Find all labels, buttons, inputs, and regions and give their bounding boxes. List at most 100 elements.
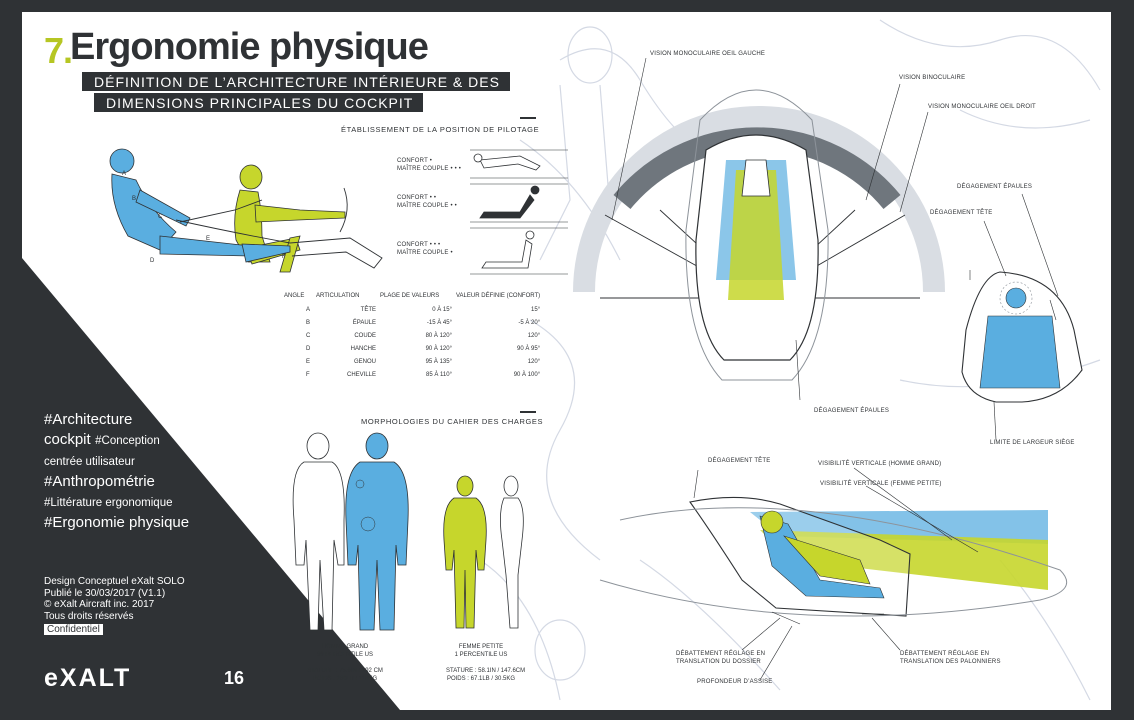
tall-man-caption: HOMME GRAND 99 PERCENTILE US STATURE : 7… [300,643,390,683]
angle-table: ANGLE ARTICULATION PLAGE DE VALEURS VALE… [284,293,540,385]
table-row: F CHEVILLE 85 À 110° 90 À 100° [284,372,540,385]
hashtag: #Conception [95,435,160,447]
label-side-head-clearance: DÉGAGEMENT TÊTE [708,458,771,464]
label-vis-small-woman: VISIBILITÉ VERTICALE (FEMME PETITE) [820,481,942,487]
table-cell: ÉPAULE [352,320,376,326]
table-cell: 90 À 100° [513,372,541,378]
table-cell: TÊTE [360,307,376,313]
hashtag: #Ergonomie physique [44,514,190,531]
table-header-angle: ANGLE [284,293,305,299]
table-cell: D [306,346,311,352]
hashtag: centrée utilisateur [44,456,135,468]
subtitle-line-2: DIMENSIONS PRINCIPALES DU COCKPIT [94,93,424,112]
table-row: C COUDE 80 À 120° 120° [284,333,540,346]
label-pedals-line-1: DÉBATTEMENT RÉGLAGE EN [900,651,990,657]
small-woman-percentile: 1 PERCENTILE US [454,652,508,658]
credits-line: Design Conceptuel eXalt SOLO [44,576,185,587]
table-header-value: VALEUR DÉFINIE (CONFORT) [456,293,541,299]
comfort-row-3-line-2: MAÎTRE COUPLE • [397,250,453,256]
table-cell: E [306,359,311,365]
title-number: 7. [44,30,73,71]
hashtag: #Architecture [44,411,133,428]
table-cell: 120° [527,333,541,339]
hashtag: #Littérature ergonomique [44,497,173,509]
angle-label-e: E [206,236,210,242]
label-backrest-line-1: DÉBATTEMENT RÉGLAGE EN [676,651,766,657]
label-shoulder-clearance-top: DÉGAGEMENT ÉPAULES [814,408,890,414]
comfort-row-1-line-1: CONFORT • [397,158,433,164]
table-cell: COUDE [354,333,376,339]
angle-label-b: B [132,196,136,202]
table-cell: GENOU [353,359,376,365]
table-cell: 120° [527,359,541,365]
confidential-badge: Confidentiel [44,624,103,635]
angle-label-f: F [282,254,286,260]
table-cell: F [306,372,310,378]
credits-block: Design Conceptuel eXalt SOLO Publié le 3… [44,576,185,636]
table-row: B ÉPAULE -15 À 45° -5 À 20° [284,320,540,333]
table-cell: -15 À 45° [426,320,452,326]
tall-man-weight: POIDS : 260LB / 118KG [312,676,378,682]
table-cell: HANCHE [350,346,376,352]
table-cell: CHEVILLE [346,372,376,378]
comfort-row-3-line-1: CONFORT • • • [397,242,441,248]
comfort-row-2-line-1: CONFORT • • [397,195,437,201]
small-woman-caption: FEMME PETITE 1 PERCENTILE US STATURE : 5… [446,643,526,683]
credits-line: Tous droits réservés [44,610,134,622]
table-cell: 0 À 15° [432,307,452,313]
hashtag-list: #Architecture cockpit #Conception centré… [44,410,234,533]
label-seat-depth: PROFONDEUR D’ASSISE [697,679,773,685]
tall-man-stature: STATURE : 75.6IN / 192 CM [307,668,383,674]
table-cell: 90 À 120° [425,346,452,352]
table-row: A TÊTE 0 À 15° 15° [284,307,540,320]
small-woman-weight: POIDS : 67.1LB / 30.5KG [446,676,516,682]
label-seat-width-limit: LIMITE DE LARGEUR SIÈGE [990,440,1075,446]
table-row: E GENOU 95 À 135° 120° [284,359,540,372]
page-number: 16 [224,668,245,688]
label-vision-right: VISION MONOCULAIRE OEIL DROIT [928,104,1036,110]
table-cell: 80 À 120° [425,333,452,339]
label-pedals-line-2: TRANSLATION DES PALONNIERS [900,659,1001,665]
angle-label-a: A [122,171,126,177]
label-front-shoulder-clearance: DÉGAGEMENT ÉPAULES [957,184,1033,190]
morphology-heading: MORPHOLOGIES DU CAHIER DES CHARGES [361,417,544,426]
angle-label-c: C [158,214,163,220]
table-cell: C [306,333,311,339]
comfort-row-2-line-2: MAÎTRE COUPLE • • [397,203,457,209]
small-woman-name: FEMME PETITE [458,644,504,650]
exalt-logo: eXALT [44,664,132,692]
tall-man-name: HOMME GRAND [321,644,369,650]
subtitle-line-1: DÉFINITION DE L’ARCHITECTURE INTÉRIEURE … [82,72,510,91]
label-vision-left: VISION MONOCULAIRE OEIL GAUCHE [650,51,766,57]
table-cell: 15° [531,307,541,313]
pilot-position-heading: ÉTABLISSEMENT DE LA POSITION DE PILOTAGE [341,125,540,134]
page-title: Ergonomie physique [70,26,429,68]
hashtag: cockpit [44,431,91,448]
table-cell: A [306,307,311,313]
table-cell: 85 À 110° [426,372,452,378]
credits-line: © eXalt Aircraft inc. 2017 [44,599,155,610]
table-cell: -5 À 20° [518,320,541,326]
table-row: D HANCHE 90 À 120° 90 À 95° [284,346,540,359]
comfort-row-1-line-2: MAÎTRE COUPLE • • • [397,166,462,172]
angle-label-d: D [150,258,155,264]
credits-line: Publié le 30/03/2017 (V1.1) [44,587,166,599]
table-header-range: PLAGE DE VALEURS [380,293,440,299]
small-woman-stature: STATURE : 58.1IN / 147.6CM [446,668,526,674]
label-vis-tall-man: VISIBILITÉ VERTICALE (HOMME GRAND) [818,461,942,467]
table-cell: 95 À 135° [425,359,452,365]
table-cell: B [306,320,311,326]
table-cell: 90 À 95° [517,346,541,352]
label-backrest-line-2: TRANSLATION DU DOSSIER [676,659,761,665]
hashtag: #Anthropométrie [44,473,155,490]
tall-man-percentile: 99 PERCENTILE US [316,652,374,658]
table-header-articulation: ARTICULATION [316,293,360,299]
label-vision-binocular: VISION BINOCULAIRE [899,75,966,81]
